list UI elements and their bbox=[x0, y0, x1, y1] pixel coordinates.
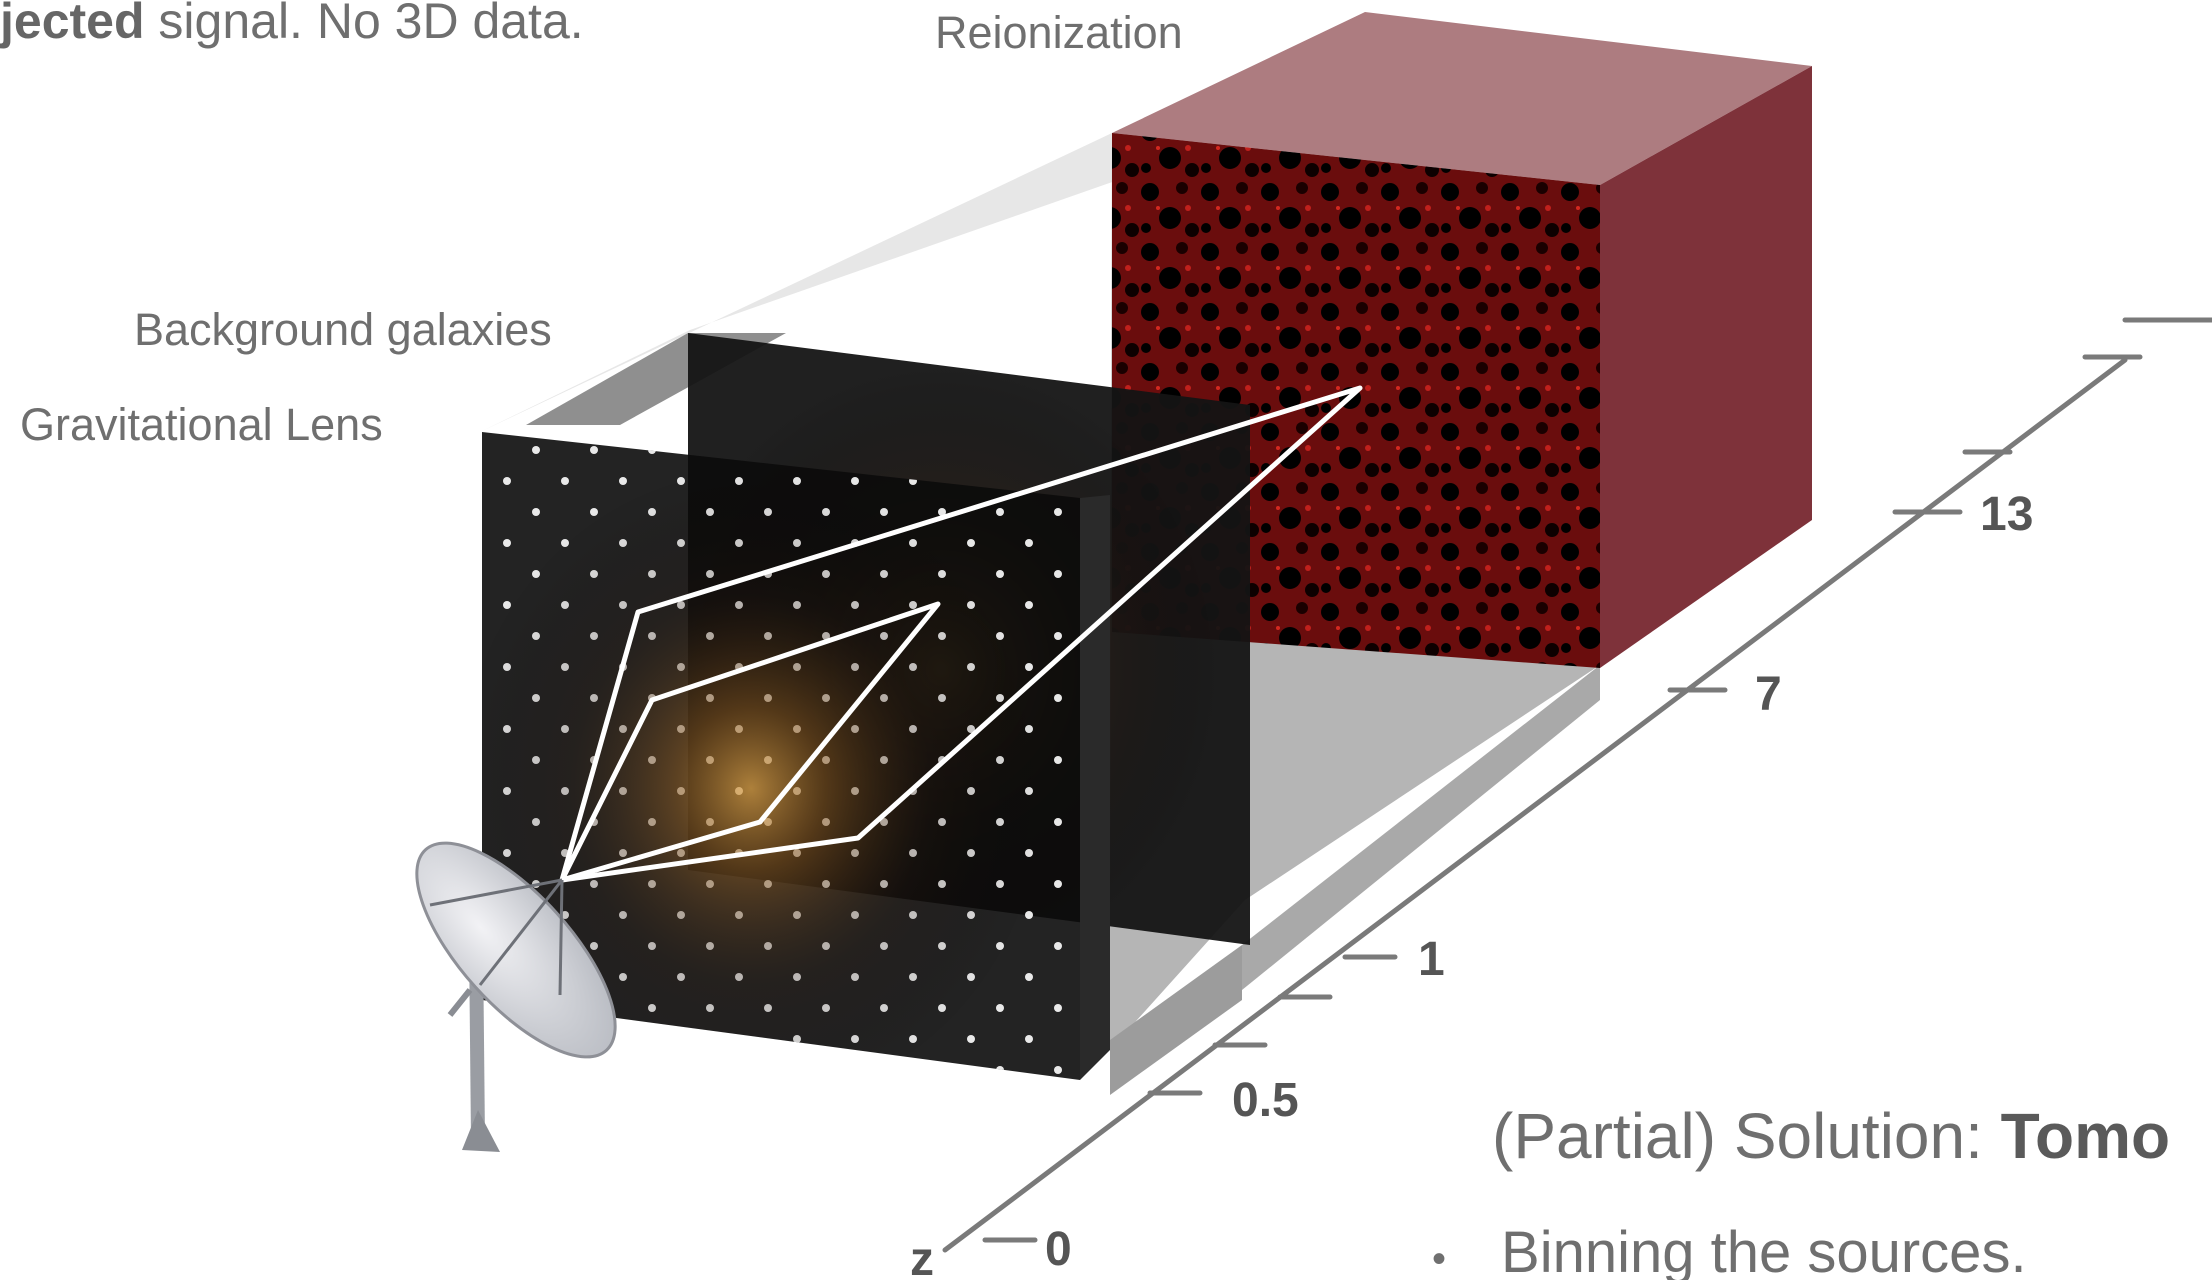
gravitational-lens-panel bbox=[482, 432, 1110, 1080]
z-tick-label-0.5: 0.5 bbox=[1232, 1074, 1299, 1127]
solution-bold: Tomo bbox=[2001, 1100, 2170, 1172]
z-axis bbox=[942, 317, 2212, 1253]
header-rest: signal. No 3D data. bbox=[145, 0, 584, 49]
z-tick-label-1: 1 bbox=[1418, 933, 1445, 986]
radio-telescope-icon bbox=[415, 841, 617, 1152]
solution-prefix: (Partial) Solution: bbox=[1492, 1100, 2001, 1172]
light-rays bbox=[559, 385, 1363, 883]
header-bold: jected bbox=[0, 0, 145, 49]
bullet-item: • Binning the sources. bbox=[1432, 1220, 2027, 1280]
solution-text: (Partial) Solution: Tomo bbox=[1492, 1100, 2170, 1172]
background-galaxies-label: Background galaxies bbox=[134, 304, 552, 355]
gravitational-lens-label: Gravitational Lens bbox=[20, 399, 383, 450]
reionization-cube-side bbox=[1600, 66, 1812, 668]
z-tick-label-13: 13 bbox=[1980, 488, 2033, 541]
reionization-label: Reionization bbox=[935, 7, 1183, 58]
bullet-marker: • bbox=[1432, 1237, 1446, 1280]
reionization-cube-top bbox=[1112, 12, 1812, 185]
z-axis-name: z bbox=[910, 1233, 934, 1280]
z-tick-label-0: 0 bbox=[1045, 1223, 1072, 1276]
header-text: jected signal. No 3D data. bbox=[0, 0, 584, 49]
z-tick-label-7: 7 bbox=[1755, 668, 1782, 721]
bullet-text: Binning the sources. bbox=[1501, 1220, 2027, 1280]
